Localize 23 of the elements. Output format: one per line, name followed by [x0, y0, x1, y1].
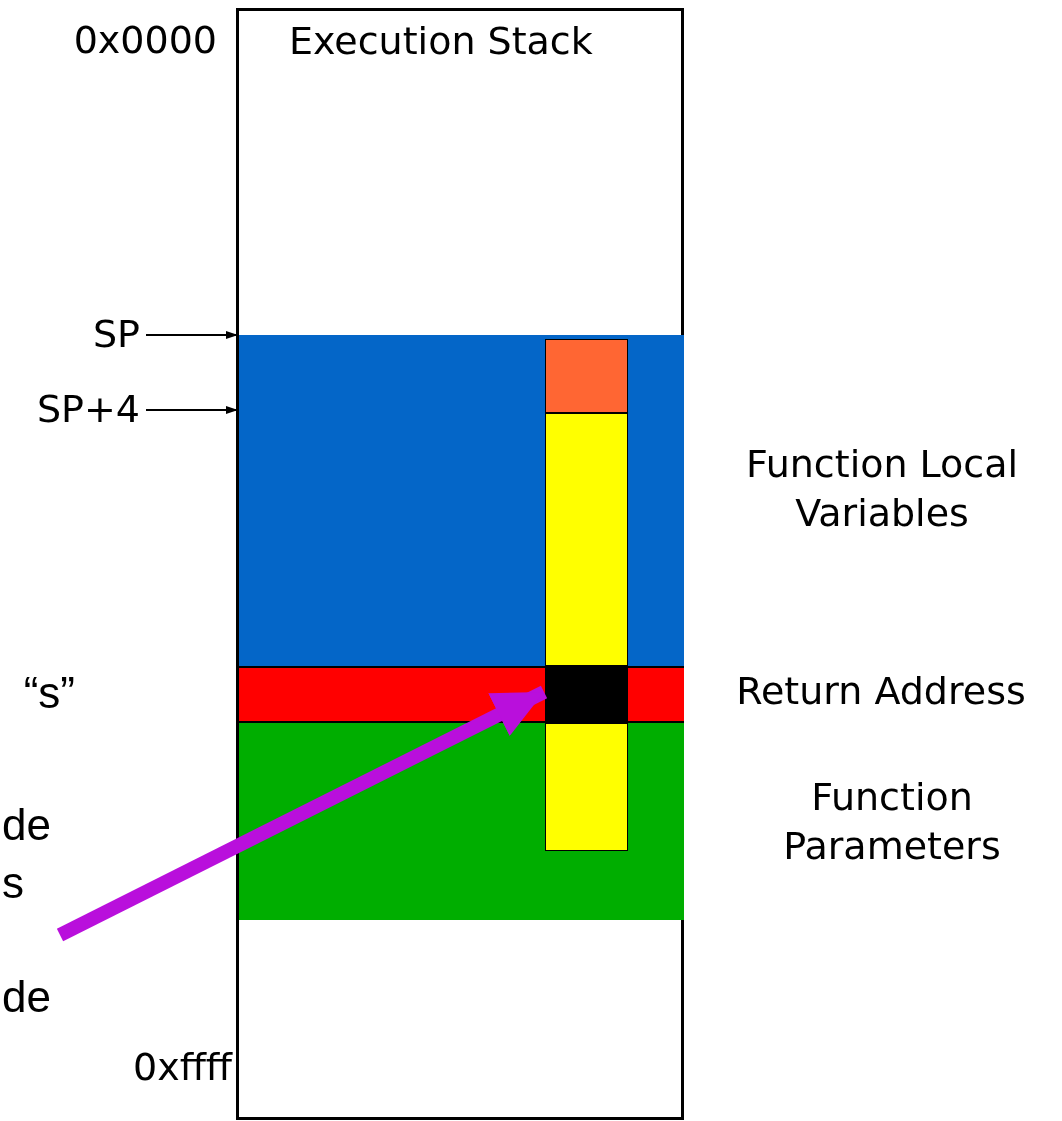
stack-title: Execution Stack [289, 19, 593, 63]
return-address-slot [545, 668, 628, 723]
stack-column [236, 8, 684, 1120]
arrow [145, 331, 239, 339]
address-label: 0x0000 [72, 18, 217, 62]
buffer-slot [545, 723, 628, 851]
local-variables-band [239, 335, 684, 666]
buffer-slot [545, 413, 628, 666]
region-label: Function Local Variables [744, 441, 1020, 538]
stack-slot [545, 339, 628, 413]
pointer-label: SP [60, 312, 140, 362]
text-fragment: s [2, 858, 25, 908]
text-fragment: de [2, 800, 52, 850]
return-address-band [239, 666, 684, 721]
pointer-label: SP+4 [0, 387, 140, 437]
arrow [145, 406, 239, 414]
region-label: Return Address [735, 668, 1027, 715]
pointer-arrow [56, 685, 548, 942]
text-fragment: de [2, 972, 52, 1022]
region-label: Function Parameters [782, 774, 1002, 871]
parameters-band [239, 721, 684, 920]
text-fragment: “s” [22, 668, 75, 718]
address-label: 0xffff [131, 1045, 232, 1089]
